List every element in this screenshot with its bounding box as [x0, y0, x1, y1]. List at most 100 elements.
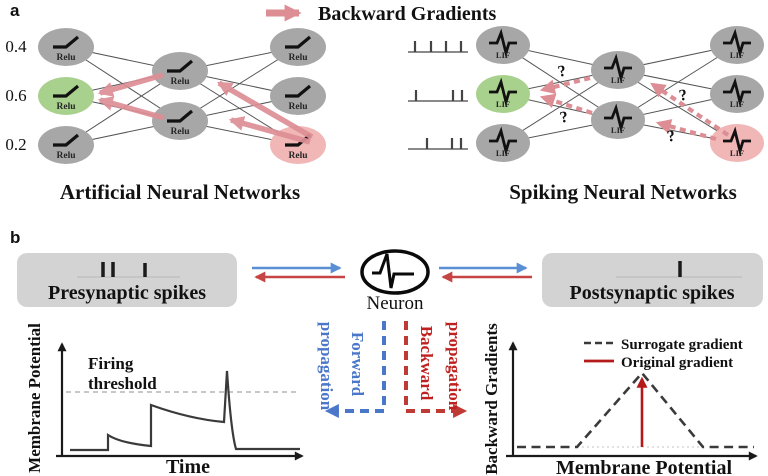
ann-input-value-1: 0.4: [5, 37, 27, 56]
ann-gradient-arrows: [97, 72, 314, 145]
presynaptic-box: Presynaptic spikes: [17, 253, 237, 307]
panel-b-label: b: [10, 228, 20, 247]
svg-text:LIF: LIF: [496, 148, 510, 158]
firing-threshold-label-2: threshold: [88, 374, 157, 393]
spike-train-icon: [408, 90, 468, 102]
lif-spike-icon: [604, 103, 632, 134]
relu-icon: [167, 59, 194, 73]
snn-spike-trains: [408, 41, 468, 150]
ann-network: Relu Relu Relu Relu Relu Relu: [38, 28, 326, 164]
gradient-plot-ylabel: Backward Gradients: [482, 323, 501, 475]
presynaptic-spike-icon: [77, 262, 180, 278]
postsynaptic-spike-icon: [616, 261, 742, 278]
membrane-potential-curve: [70, 370, 300, 452]
forward-propagation-label-1: Forward: [348, 332, 367, 397]
lif-spike-icon: [489, 126, 517, 157]
forward-propagation-arrow: [324, 321, 386, 418]
gradient-arrow: [97, 72, 164, 97]
svg-text:LIF: LIF: [611, 125, 625, 135]
ann-node: Relu: [152, 102, 208, 140]
snn-node: LIF: [710, 75, 764, 113]
svg-text:Relu: Relu: [171, 77, 191, 87]
snn-gradient-arrows: [539, 75, 730, 142]
backward-propagation-label-2: propagation: [445, 322, 464, 411]
spike-train-icon: [408, 138, 468, 150]
question-mark: ?: [666, 128, 677, 146]
question-mark: ?: [558, 108, 569, 126]
surrogate-gradient-curve: [517, 370, 754, 449]
forward-propagation: Forward propagation: [317, 321, 386, 418]
neuron-label: Neuron: [367, 293, 424, 314]
snn-node: LIF: [476, 124, 530, 162]
postsynaptic-label: Postsynaptic spikes: [569, 282, 734, 304]
svg-text:Relu: Relu: [289, 102, 309, 112]
snn-node: LIF: [476, 26, 530, 64]
backward-gradients-plot: Surrogate gradient Original gradient Bac…: [482, 323, 758, 476]
legend-surrogate-label: Surrogate gradient: [621, 337, 743, 353]
legend-original-label: Original gradient: [621, 355, 733, 371]
gradient-plot-xlabel: Membrane Potential: [556, 457, 733, 476]
lif-spike-icon: [604, 53, 632, 84]
ann-node-highlight-green: Relu: [38, 77, 94, 115]
lif-spike-icon: [489, 28, 517, 59]
backward-propagation-arrow: [404, 321, 468, 418]
gradient-arrow-dashed: [650, 82, 730, 137]
backward-propagation: Backward propagation: [404, 321, 468, 418]
lif-spike-icon: [489, 77, 517, 108]
lif-spike-icon: [723, 77, 751, 108]
backward-gradients-header: Backward Gradients: [266, 3, 497, 25]
question-mark: ?: [678, 87, 689, 105]
snn-question-marks: ? ? ? ?: [556, 62, 688, 145]
relu-icon: [285, 35, 312, 49]
svg-text:Relu: Relu: [57, 151, 77, 161]
neuron-spike-icon: [372, 253, 414, 289]
relu-icon: [53, 84, 80, 98]
svg-text:LIF: LIF: [496, 99, 510, 109]
lif-spike-icon: [723, 126, 751, 157]
ann-node: Relu: [38, 126, 94, 164]
svg-text:Relu: Relu: [57, 102, 77, 112]
presynaptic-label: Presynaptic spikes: [48, 282, 206, 304]
svg-text:Relu: Relu: [57, 53, 77, 63]
membrane-plot-ylabel: Membrane Potential: [25, 323, 44, 473]
svg-text:Relu: Relu: [289, 53, 309, 63]
snn-node-highlight-green: LIF: [476, 75, 530, 113]
snn-node: LIF: [710, 26, 764, 64]
svg-text:Relu: Relu: [171, 127, 191, 137]
ann-input-value-2: 0.6: [5, 86, 26, 105]
backward-propagation-label-1: Backward: [417, 326, 436, 401]
snn-network: LIF LIF LIF LIF LIF LIF: [476, 26, 764, 162]
svg-text:LIF: LIF: [730, 99, 744, 109]
ann-node: Relu: [270, 28, 326, 66]
ann-input-value-3: 0.2: [5, 135, 26, 154]
panel-a-label: a: [10, 1, 20, 20]
ann-node: Relu: [270, 77, 326, 115]
svg-text:Relu: Relu: [289, 151, 309, 161]
question-mark: ?: [556, 62, 567, 80]
postsynaptic-box: Postsynaptic spikes: [542, 253, 763, 307]
gradient-arrow: [97, 96, 165, 121]
relu-icon: [53, 35, 80, 49]
relu-icon: [53, 133, 80, 147]
forward-propagation-label-2: propagation: [317, 322, 336, 411]
spike-train-icon: [408, 41, 468, 53]
gradient-arrow: [217, 80, 314, 140]
snn-node: LIF: [591, 101, 645, 139]
ann-input-values: 0.4 0.6 0.2: [5, 37, 27, 154]
plot-legend: Surrogate gradient Original gradient: [584, 337, 743, 371]
membrane-potential-plot: Firing threshold Membrane Potential Time: [25, 323, 304, 476]
relu-icon: [167, 109, 194, 123]
svg-text:LIF: LIF: [496, 50, 510, 60]
snn-caption: Spiking Neural Networks: [509, 180, 737, 204]
svg-text:LIF: LIF: [730, 148, 744, 158]
svg-text:LIF: LIF: [611, 75, 625, 85]
lif-spike-icon: [723, 28, 751, 59]
gradient-arrow-dashed: [539, 75, 591, 95]
gradient-arrow: [228, 116, 311, 145]
ann-node: Relu: [152, 52, 208, 90]
membrane-plot-xlabel: Time: [166, 456, 210, 476]
ann-node: Relu: [38, 28, 94, 66]
relu-icon: [285, 84, 312, 98]
